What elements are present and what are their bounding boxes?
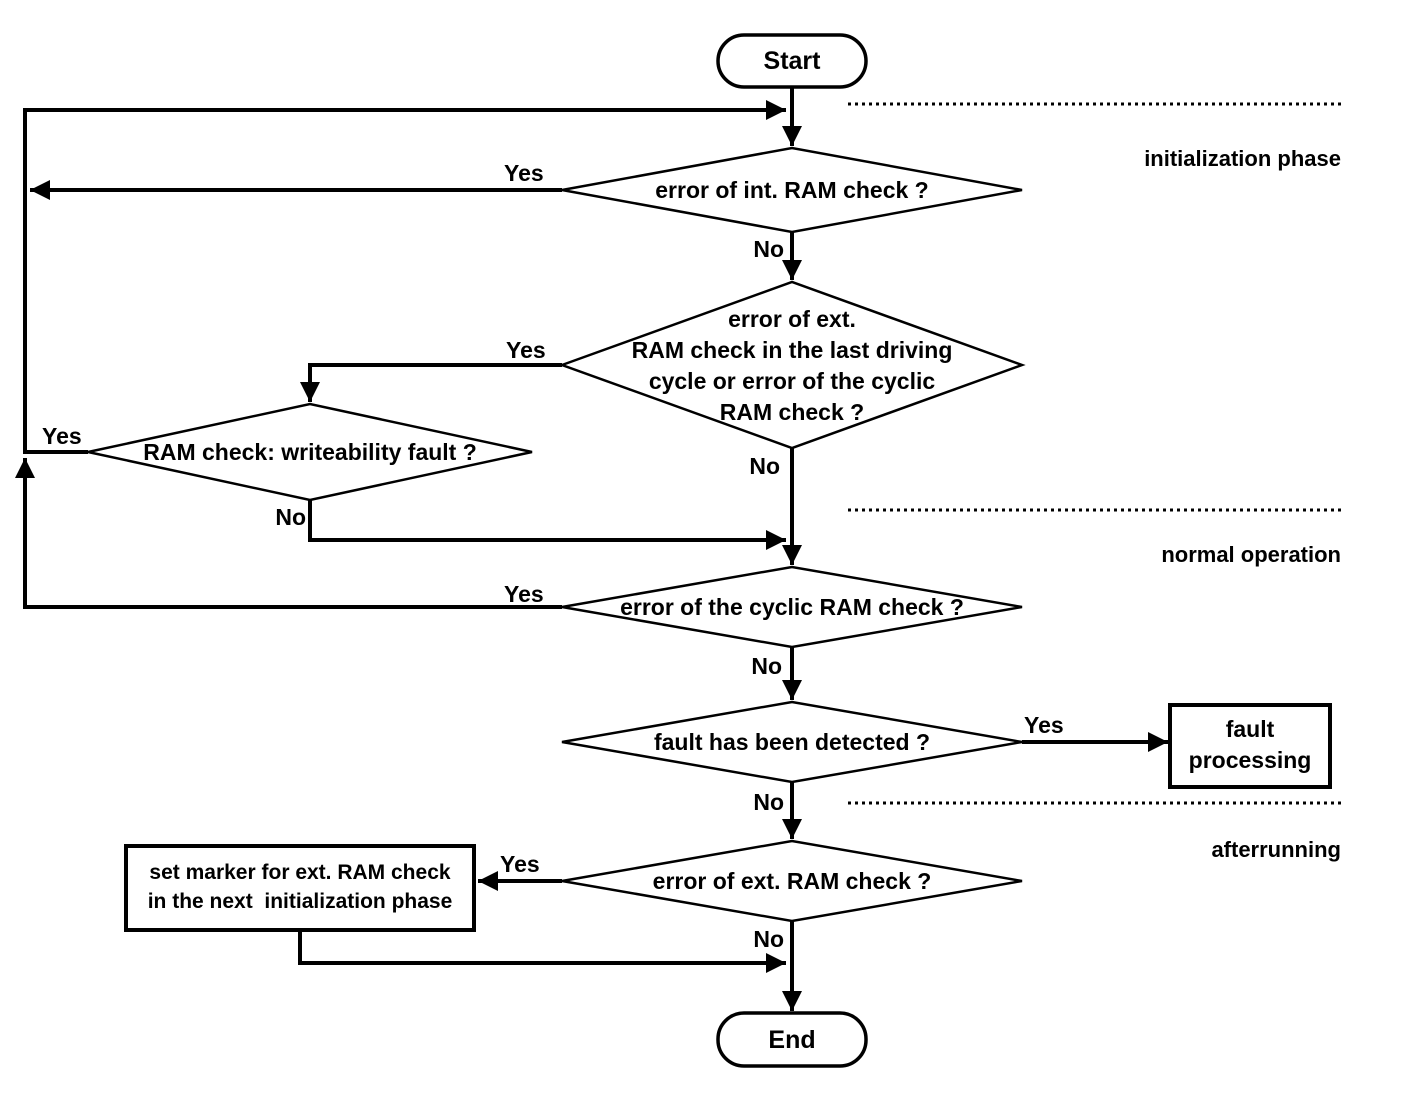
fault-detected-yes-label: Yes <box>1024 712 1064 738</box>
ext-last-yes-label: Yes <box>506 337 546 363</box>
edge-set-marker-out <box>298 931 786 973</box>
cyclic-ram-check-label: error of the cyclic RAM check ? <box>620 594 964 620</box>
int-check-no-label: No <box>753 236 784 262</box>
ext-ram-last-driving-line-1: error of ext. <box>728 306 856 332</box>
phase-normal-operation-label: normal operation <box>1161 542 1341 567</box>
end-terminal-shape <box>716 1011 868 1068</box>
diamond-ext-ram-last-driving <box>558 280 1026 450</box>
phase-afterrunning-label: afterrunning <box>1211 837 1341 862</box>
ext-ram-last-driving-line-3: cycle or error of the cyclic <box>648 368 936 394</box>
fault-processing-box-shape <box>1168 703 1332 789</box>
fault-processing-label: fault processing <box>1170 714 1330 776</box>
diamond-int-ram-check <box>561 146 1023 234</box>
start-terminal-label: Start <box>763 47 821 75</box>
ext-check-yes-label: Yes <box>500 851 540 877</box>
ext-ram-last-driving-line-4: RAM check ? <box>719 399 865 425</box>
int-check-yes-label: Yes <box>504 160 544 186</box>
edge-writeability-no <box>308 500 786 550</box>
cyclic-no-label: No <box>751 653 782 679</box>
set-marker-label: set marker for ext. RAM check in the nex… <box>128 858 472 916</box>
start-terminal-shape <box>716 33 868 89</box>
ext-ram-last-driving-line-2: RAM check in the last driving <box>631 337 953 363</box>
edge-feedback-top <box>23 100 786 452</box>
ext-ram-last-driving-label: error of ext. RAM check in the last driv… <box>592 304 992 428</box>
writeability-no-label: No <box>275 504 306 530</box>
int-ram-check-label: error of int. RAM check ? <box>655 177 929 203</box>
fault-processing-line-2: processing <box>1188 747 1312 773</box>
end-terminal-label: End <box>768 1026 816 1054</box>
writeability-yes-label: Yes <box>42 423 82 449</box>
diamond-cyclic-ram-check <box>561 565 1023 649</box>
set-marker-box-shape <box>124 844 476 932</box>
ext-ram-check-label: error of ext. RAM check ? <box>652 868 932 894</box>
set-marker-line-2: in the next initialization phase <box>147 890 453 913</box>
diamond-fault-detected <box>561 700 1023 784</box>
fault-detected-label: fault has been detected ? <box>653 729 931 755</box>
writeability-fault-label: RAM check: writeability fault ? <box>143 439 477 465</box>
phase-initialization-label: initialization phase <box>1144 146 1341 171</box>
fault-processing-line-1: fault <box>1225 716 1275 742</box>
ext-last-no-label: No <box>749 453 780 479</box>
edge-ext-last-yes <box>300 363 562 402</box>
diamond-writeability-fault <box>87 402 533 502</box>
set-marker-line-1: set marker for ext. RAM check <box>149 861 451 884</box>
cyclic-yes-label: Yes <box>504 581 544 607</box>
fault-detected-no-label: No <box>753 789 784 815</box>
diamond-ext-ram-check <box>561 839 1023 923</box>
edge-cyclic-yes <box>14 458 562 609</box>
ext-check-no-label: No <box>753 926 784 952</box>
